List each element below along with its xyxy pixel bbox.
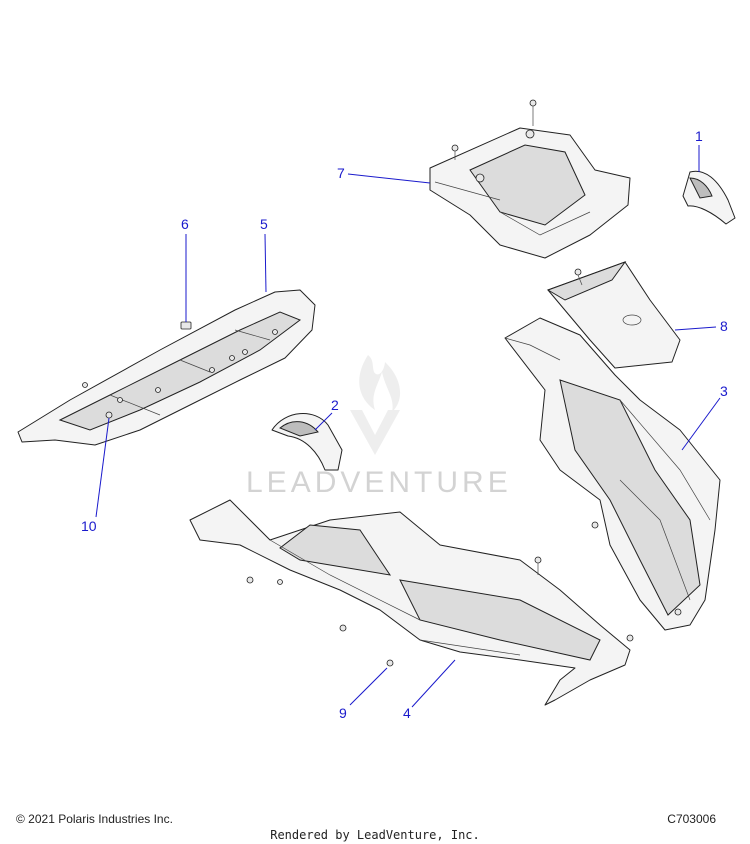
part-2-vent <box>271 413 343 471</box>
callout-label: 8 <box>720 318 728 334</box>
callout-4: 4 <box>403 659 456 721</box>
part-4-main-panel <box>189 499 634 706</box>
part-6-clip <box>180 321 192 330</box>
part-1-vent <box>682 170 736 225</box>
leader-line <box>349 667 388 706</box>
part-5-lower-tray <box>17 289 316 446</box>
callout-1: 1 <box>695 128 703 172</box>
callout-label: 3 <box>720 383 728 399</box>
callout-label: 2 <box>331 397 339 413</box>
part-8-center-panel <box>546 260 681 369</box>
callout-label: 9 <box>339 705 347 721</box>
callout-label: 1 <box>695 128 703 144</box>
callout-8: 8 <box>674 318 728 334</box>
figure-code: C703006 <box>667 812 716 826</box>
watermark-text: LEADVENTURE <box>246 466 512 499</box>
callout-label: 4 <box>403 705 411 721</box>
callout-6: 6 <box>181 216 189 322</box>
leader-line <box>95 417 110 518</box>
part-7-dash-cover <box>429 99 631 259</box>
part-9-screw <box>386 659 394 667</box>
callout-5: 5 <box>260 216 268 293</box>
callout-10: 10 <box>81 417 110 534</box>
callout-label: 6 <box>181 216 189 232</box>
watermark: LEADVENTURE <box>246 355 512 499</box>
callout-2: 2 <box>314 397 339 431</box>
leader-line <box>411 659 456 708</box>
rendered-by-credit: Rendered by LeadVenture, Inc. <box>270 828 480 842</box>
leader-line <box>347 173 431 184</box>
part-3-side-panel <box>504 317 721 631</box>
leader-line <box>264 233 267 293</box>
leader-line <box>314 412 333 431</box>
callout-9: 9 <box>339 667 388 721</box>
leadventure-flame-logo <box>350 355 401 455</box>
callout-3: 3 <box>681 383 728 451</box>
callout-label: 10 <box>81 518 97 534</box>
leader-line <box>674 326 717 331</box>
part-10-fastener <box>105 411 113 419</box>
leader-line <box>681 397 721 451</box>
callout-7: 7 <box>337 165 431 184</box>
copyright-notice: © 2021 Polaris Industries Inc. <box>16 812 173 826</box>
callout-label: 5 <box>260 216 268 232</box>
callout-label: 7 <box>337 165 345 181</box>
